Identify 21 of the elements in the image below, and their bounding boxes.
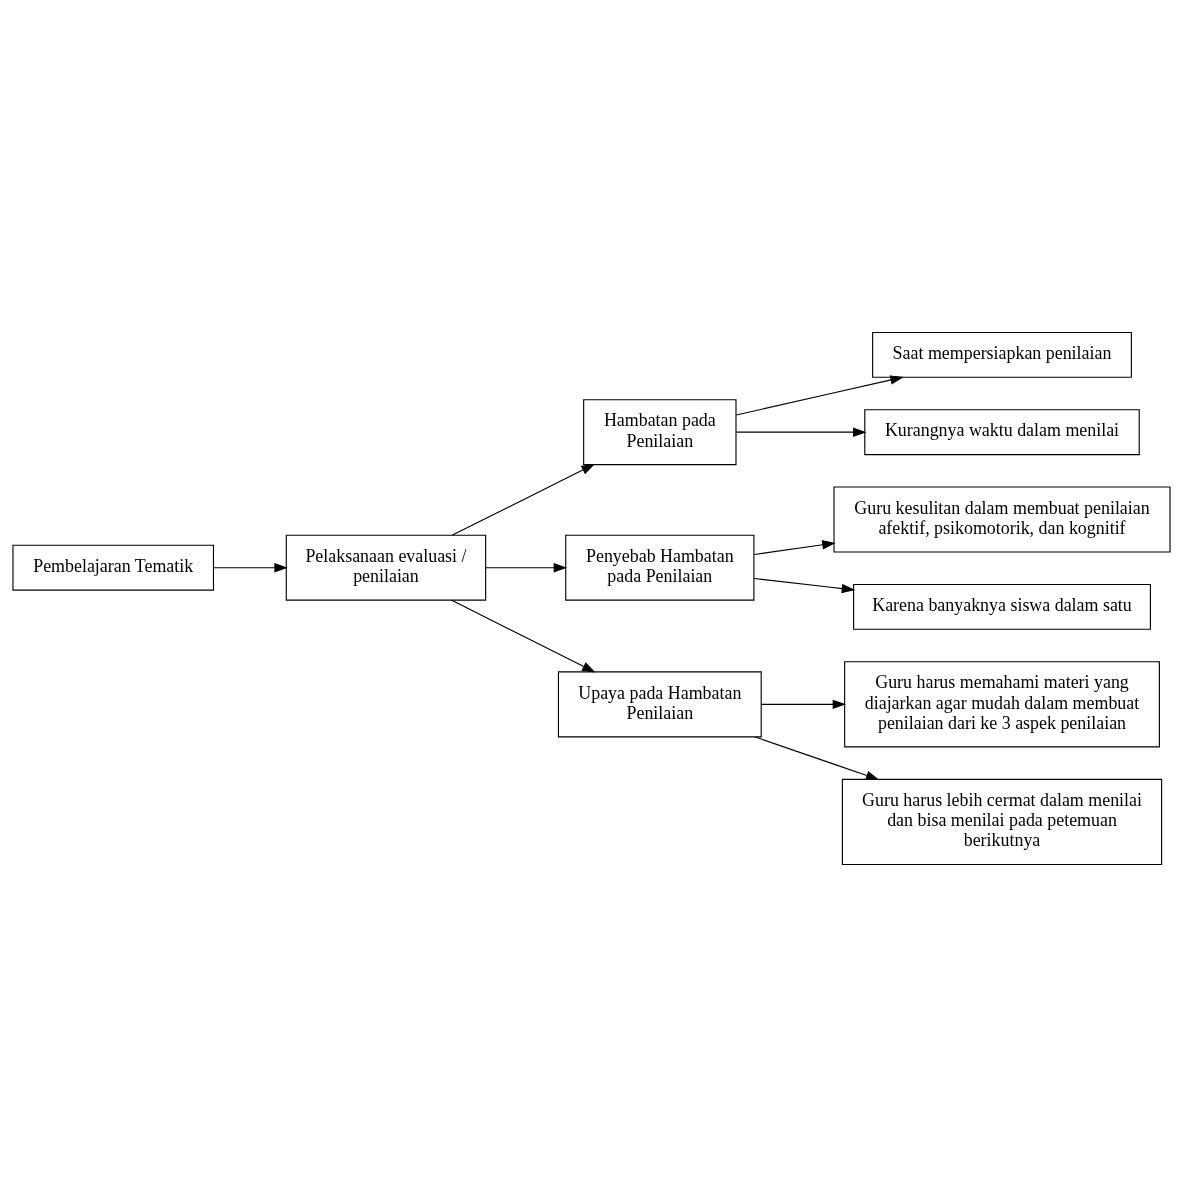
node-box: Guru harus memahami materi yang diajarkan agar mudah dalam membuat penilaian dari ke 3 aspek penilaian [844,660,1160,747]
arrow [753,577,856,593]
arrow [212,562,288,572]
node-box: Pelaksanaan evaluasi / penilaian [285,534,487,601]
node-box: Saat mempersiapkan penilaian [872,331,1132,378]
node-box: Guru kesulitan dalam membuat penilaian afektif, psikomotorik, dan kognitif [833,486,1171,553]
node-box: Guru harus lebih cermat dalam menilai dan bisa menilai pada petemuan berikutnya [841,778,1163,865]
node-box: Kurangnya waktu dalam menilai [864,408,1140,455]
arrow [735,374,904,416]
node-box: Hambatan pada Penilaian [583,398,737,465]
node-box: Pembelajaran Tematik [12,544,215,591]
arrow [754,735,880,780]
node-box: Penyebab Hambatan pada Penilaian [565,534,755,601]
arrow [451,463,595,536]
arrow [753,539,836,555]
arrow [735,426,867,437]
arrow [485,562,568,572]
node-box: Karena banyaknya siswa dalam satu [853,583,1151,630]
arrow [761,699,847,709]
node-box: Upaya pada Hambatan Penilaian [557,670,762,737]
arrow [451,599,596,673]
